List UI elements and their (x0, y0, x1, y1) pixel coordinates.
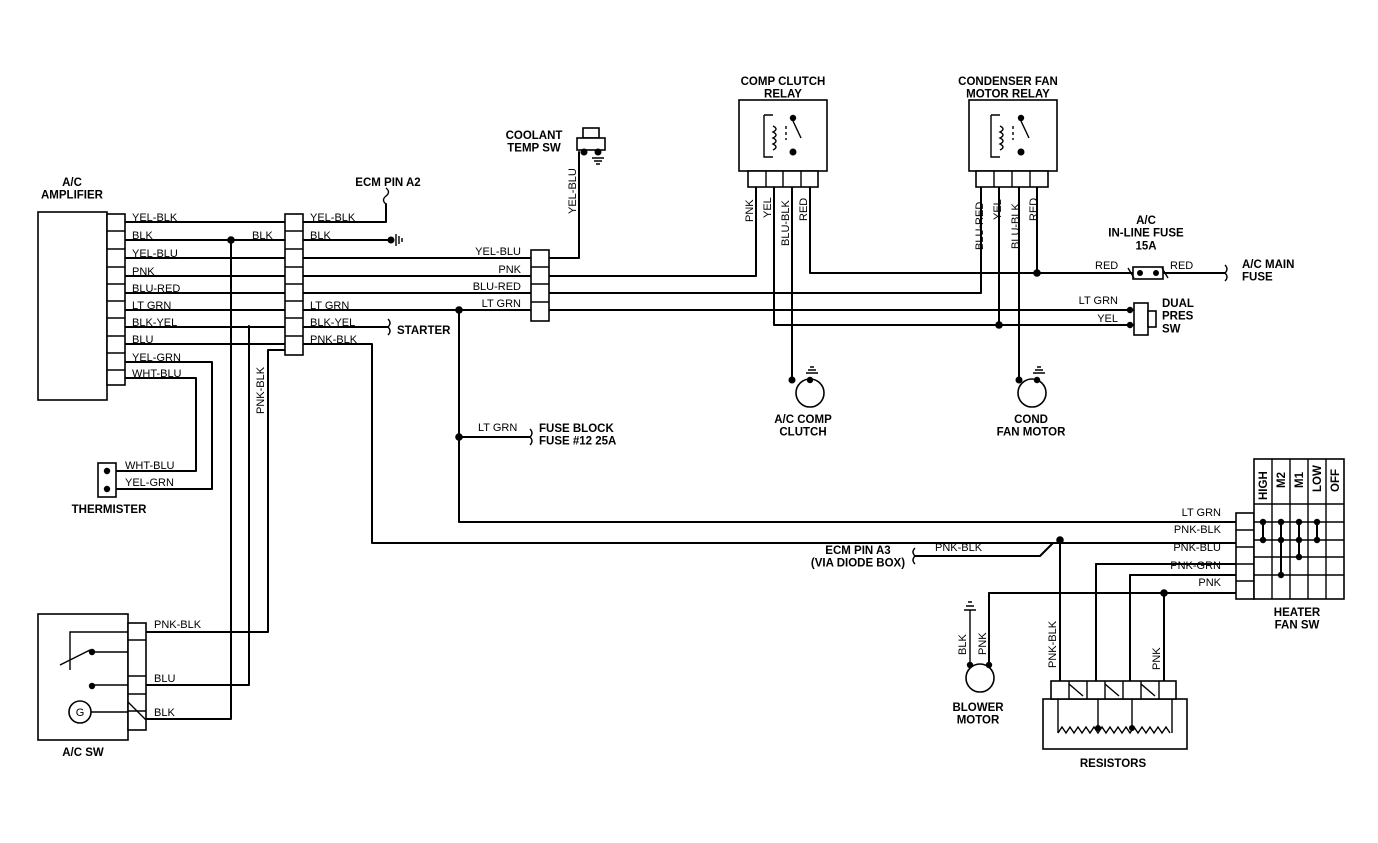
connector-2 (530, 249, 550, 322)
connector-1 (284, 213, 304, 356)
wire-label: BLK-YEL (132, 317, 177, 329)
wire-label: PNK-BLK (1174, 524, 1222, 536)
wire-label: BLK-YEL (310, 317, 355, 329)
wire-labels: YEL-BLK BLK YEL-BLU PNK BLU-RED LT GRN B… (125, 168, 1222, 719)
wire-label: PNK-BLK (255, 366, 267, 414)
wire-label: BLK (310, 230, 331, 242)
wire-label: YEL-BLU (567, 168, 579, 214)
dual-pres-switch (1126, 302, 1157, 336)
wire-label: YEL (992, 199, 1004, 220)
wire-label: BLU-RED (974, 202, 986, 250)
wire-label: BLK (957, 634, 969, 655)
heater-pos-low: LOW (1312, 465, 1324, 492)
ac-comp-clutch (788, 366, 825, 408)
wire-label: BLU (154, 673, 175, 685)
wire-label: PNK (1198, 577, 1221, 589)
wire-label: PNK (498, 264, 521, 276)
heater-pos-m2: M2 (1276, 472, 1288, 488)
wire-label: BLU-RED (473, 281, 521, 293)
starter-terminal (387, 318, 391, 336)
wires (106, 151, 1237, 720)
ac-sw-label: A/C SW (62, 747, 104, 759)
wire-label: YEL-BLK (310, 212, 356, 224)
wire-label: BLU-BLK (780, 199, 792, 246)
heater-pos-m1: M1 (1294, 471, 1306, 488)
ac-main-fuse-terminal (1224, 264, 1228, 282)
heater-fan-switch: HIGH M2 M1 LOW OFF (1235, 458, 1345, 600)
wire-label: BLK (154, 707, 175, 719)
wire-label: PNK-BLK (935, 542, 983, 554)
wire-label: YEL-BLK (132, 212, 178, 224)
wire-label: LT GRN (482, 298, 521, 310)
wire-label: BLU-BLK (1010, 202, 1022, 249)
wire-label: YEL (1097, 313, 1118, 325)
wire-label: RED (1028, 198, 1040, 221)
starter-label: STARTER (397, 325, 451, 337)
wire-label: PNK-BLK (310, 334, 358, 346)
coolant-temp-switch (576, 127, 606, 165)
wire-label: LT GRN (478, 422, 517, 434)
heater-pos-off: OFF (1330, 469, 1342, 492)
ecm-pin-a2-label: ECM PIN A2 (355, 177, 420, 189)
wire-label: BLK (252, 230, 273, 242)
inline-fuse (1127, 266, 1169, 280)
wire-label: WHT-BLU (125, 460, 175, 472)
wire-label: PNK (132, 266, 155, 278)
fuse-block-terminal (529, 428, 533, 446)
wire-label: YEL-BLU (132, 248, 178, 260)
wire-label: LT GRN (1079, 295, 1118, 307)
blower-motor (964, 601, 995, 693)
ecm-a2-terminal (382, 187, 390, 205)
wire-label: BLU (132, 334, 153, 346)
thermister (97, 462, 117, 498)
wire-label: PNK-BLU (1173, 542, 1221, 554)
junction-dots (227, 236, 1168, 597)
heater-pos-high: HIGH (1258, 471, 1270, 500)
wire-label: RED (798, 198, 810, 221)
wire-label: YEL-GRN (125, 477, 174, 489)
comp-clutch-relay (738, 99, 828, 188)
resistors (1042, 680, 1188, 750)
wire-label: PNK (977, 632, 989, 655)
wire-label: YEL-BLU (475, 246, 521, 258)
ecm-pin-a3-label: ECM PIN A3(VIA DIODE BOX) (811, 545, 905, 570)
wire-label: PNK (1151, 647, 1163, 670)
wire-label: RED (1095, 260, 1118, 272)
thermister-label: THERMISTER (72, 504, 147, 516)
wire-label: LT GRN (132, 300, 171, 312)
wire-label: LT GRN (310, 300, 349, 312)
wire-label: PNK-BLK (1047, 620, 1059, 668)
wire-label: YEL-GRN (132, 352, 181, 364)
ac-switch: G (37, 613, 147, 741)
wire-label: YEL (762, 197, 774, 218)
wire-label: BLU-RED (132, 283, 180, 295)
resistors-label: RESISTORS (1080, 758, 1147, 770)
wire-label: BLK (132, 230, 153, 242)
wire-label: WHT-BLU (132, 368, 182, 380)
svg-text:G: G (76, 707, 85, 719)
wire-label: RED (1170, 260, 1193, 272)
wire-label: PNK (744, 199, 756, 222)
cond-fan-motor (1015, 366, 1047, 408)
ground-icon (387, 234, 403, 246)
ecm-a3-terminal (912, 547, 916, 565)
wire-label: PNK-BLK (154, 619, 202, 631)
condenser-fan-relay (968, 99, 1058, 188)
wire-label: PNK-GRN (1170, 560, 1221, 572)
wire-label: LT GRN (1182, 507, 1221, 519)
